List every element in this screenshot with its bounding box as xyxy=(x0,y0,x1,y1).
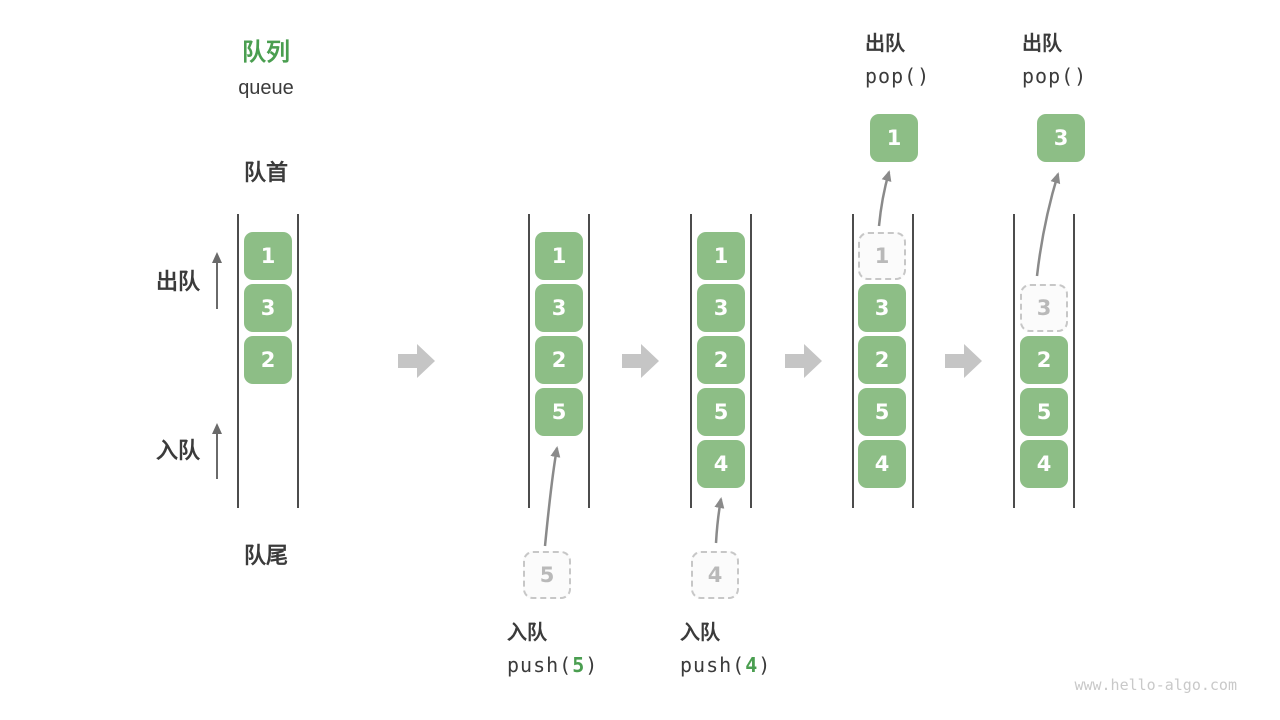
queue-rail xyxy=(750,214,752,508)
enqueue-insert-arrow xyxy=(714,497,725,544)
queue-block: 1 xyxy=(244,232,292,280)
code-suffix: ) xyxy=(758,653,772,677)
push-5-op-code: push(5) xyxy=(507,653,598,677)
queue-block: 2 xyxy=(858,336,906,384)
enqueue-insert-arrow xyxy=(543,446,561,547)
popped-block-3: 3 xyxy=(1037,114,1085,162)
pending-block-4: 4 xyxy=(691,551,739,599)
queue-rail xyxy=(1073,214,1075,508)
push-4-op-label: 入队 xyxy=(680,622,720,644)
queue-block: 1 xyxy=(697,232,745,280)
state-transition-arrow xyxy=(398,344,435,378)
state-transition-arrow xyxy=(785,344,822,378)
pop-3-op-label: 出队 xyxy=(1022,33,1062,55)
queue-block: 4 xyxy=(1020,440,1068,488)
queue-block: 5 xyxy=(1020,388,1068,436)
queue-block: 3 xyxy=(858,284,906,332)
queue-block: 1 xyxy=(535,232,583,280)
push-4-op-code: push(4) xyxy=(680,653,771,677)
pop-3-op-caption: 出队 pop() xyxy=(1022,31,1087,88)
code-prefix: push( xyxy=(507,653,573,677)
push-5-op-label: 入队 xyxy=(507,622,547,644)
pending-block-5: 5 xyxy=(523,551,571,599)
queue-block: 5 xyxy=(697,388,745,436)
state-transition-arrow xyxy=(622,344,659,378)
queue-block: 3 xyxy=(244,284,292,332)
queue-rail xyxy=(237,214,239,508)
watermark: www.hello-algo.com xyxy=(1074,676,1237,694)
queue-block: 2 xyxy=(1020,336,1068,384)
enqueue-side-label: 入队 xyxy=(155,438,200,463)
code-arg: 5 xyxy=(572,653,586,677)
code-suffix: ) xyxy=(917,64,931,88)
queue-block: 3 xyxy=(697,284,745,332)
queue-block-ghost: 3 xyxy=(1020,284,1068,332)
queue-rear-label: 队尾 xyxy=(243,543,288,568)
queue-front-label: 队首 xyxy=(243,160,288,185)
queue-rail xyxy=(690,214,692,508)
pop-1-op-code: pop() xyxy=(865,64,930,88)
code-prefix: pop( xyxy=(1022,64,1075,88)
state-transition-arrow xyxy=(945,344,982,378)
dequeue-side-label: 出队 xyxy=(155,269,200,294)
code-suffix: ) xyxy=(1074,64,1088,88)
queue-rail xyxy=(297,214,299,508)
queue-rail xyxy=(852,214,854,508)
queue-block: 4 xyxy=(858,440,906,488)
queue-block: 3 xyxy=(535,284,583,332)
push-5-op-caption: 入队 push(5) xyxy=(507,620,598,677)
queue-rail xyxy=(912,214,914,508)
code-suffix: ) xyxy=(585,653,599,677)
queue-block: 5 xyxy=(858,388,906,436)
code-prefix: pop( xyxy=(865,64,918,88)
pop-3-op-code: pop() xyxy=(1022,64,1087,88)
queue-block-ghost: 1 xyxy=(858,232,906,280)
code-prefix: push( xyxy=(680,653,746,677)
queue-rail xyxy=(1013,214,1015,508)
queue-block: 2 xyxy=(697,336,745,384)
popped-block-1: 1 xyxy=(870,114,918,162)
queue-block: 2 xyxy=(535,336,583,384)
code-arg: 4 xyxy=(745,653,759,677)
queue-block: 4 xyxy=(697,440,745,488)
pop-1-op-caption: 出队 pop() xyxy=(865,31,930,88)
queue-block: 2 xyxy=(244,336,292,384)
diagram-subtitle: queue xyxy=(238,77,294,99)
title-group: 队列 queue xyxy=(216,32,316,100)
push-4-op-caption: 入队 push(4) xyxy=(680,620,771,677)
diagram-title: 队列 xyxy=(242,39,290,66)
pop-remove-arrow xyxy=(877,170,892,227)
queue-block: 5 xyxy=(535,388,583,436)
pop-remove-arrow xyxy=(1035,172,1061,277)
pop-1-op-label: 出队 xyxy=(865,33,905,55)
queue-rail xyxy=(588,214,590,508)
queue-rail xyxy=(528,214,530,508)
